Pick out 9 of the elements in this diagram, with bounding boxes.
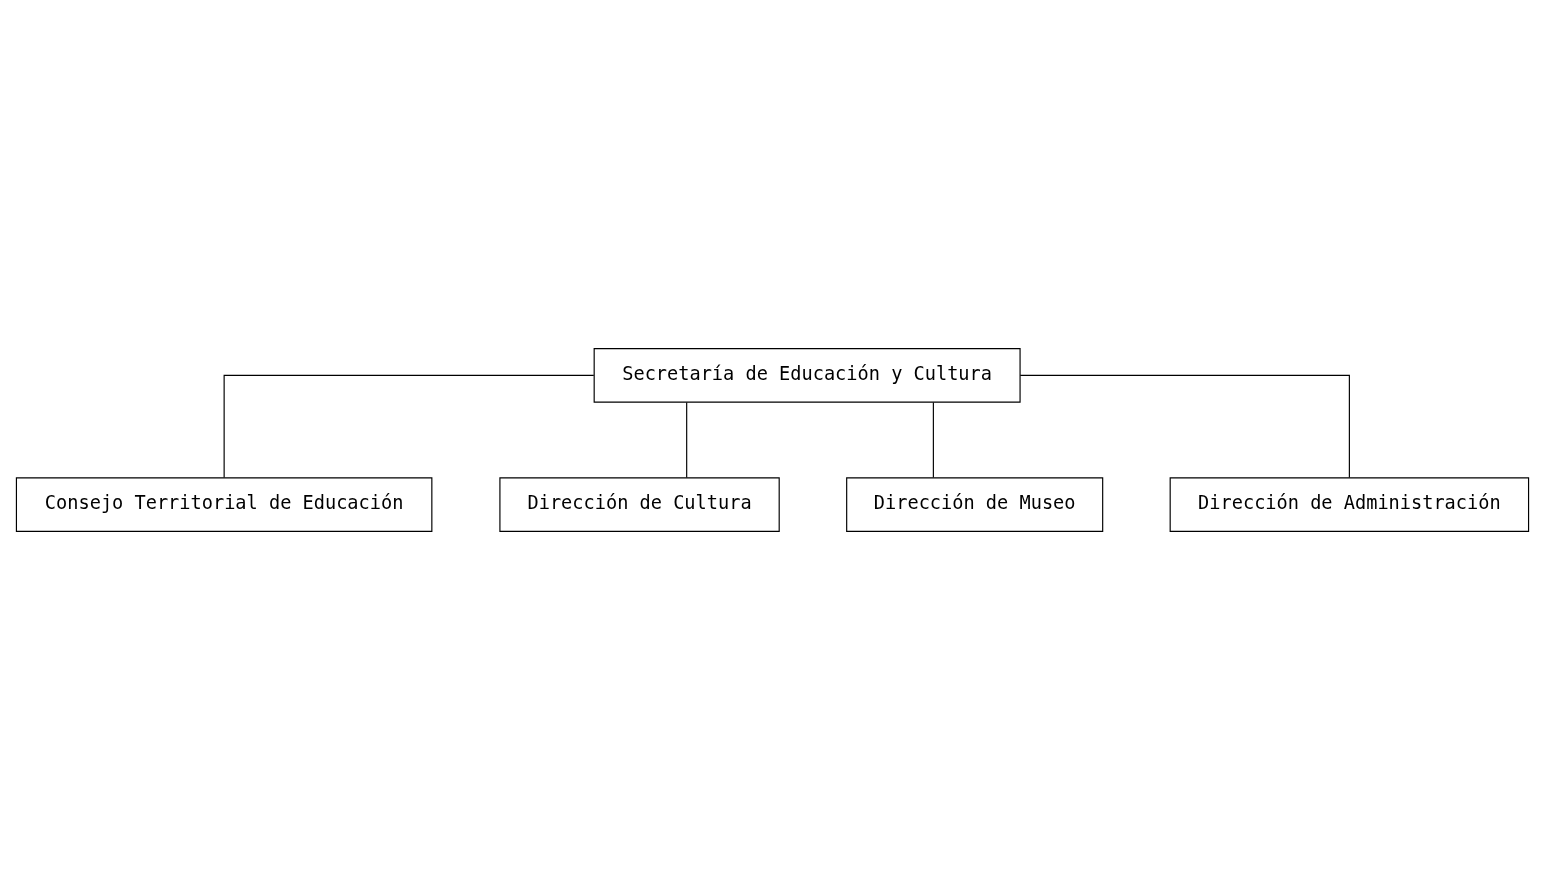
node-box: Dirección de Museo	[846, 477, 1104, 532]
connector	[932, 401, 934, 479]
connector	[686, 401, 688, 479]
connector	[1019, 374, 1350, 479]
node-box: Consejo Territorial de Educación	[15, 477, 433, 532]
node-box: Dirección de Cultura	[499, 477, 780, 532]
connector	[223, 374, 595, 479]
node-box: Dirección de Administración	[1169, 477, 1530, 532]
node-box: Secretaría de Educación y Cultura	[593, 348, 1021, 403]
